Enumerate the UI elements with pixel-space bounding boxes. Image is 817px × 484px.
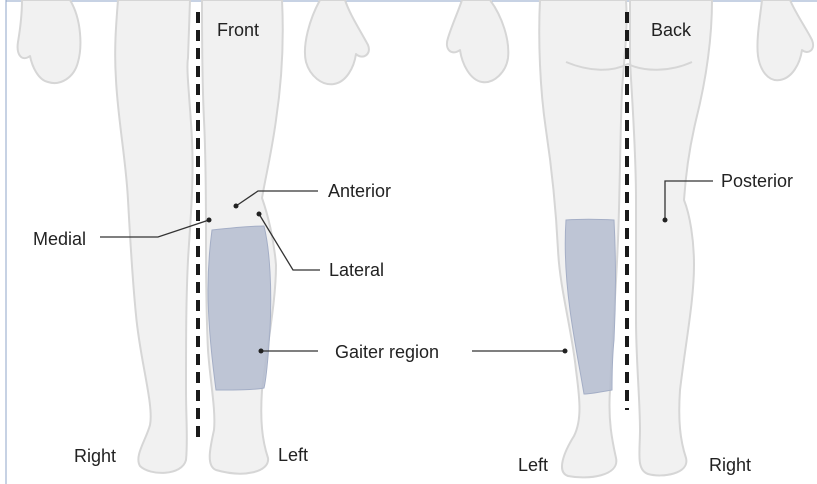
- back-right-hand: [757, 0, 813, 80]
- back-view-title: Back: [651, 20, 692, 40]
- back-view: [447, 0, 813, 477]
- front-left-hand: [305, 0, 369, 84]
- back-gaiter-region: [565, 219, 615, 394]
- lateral-dot: [257, 212, 262, 217]
- gaiter-back-dot: [563, 349, 568, 354]
- anterior-label: Anterior: [328, 181, 391, 201]
- gaiter-front-dot: [259, 349, 264, 354]
- back-right-side-label: Right: [709, 455, 751, 475]
- posterior-dot: [663, 218, 668, 223]
- back-left-hand: [447, 0, 508, 82]
- gaiter-region-label: Gaiter region: [335, 342, 439, 362]
- lateral-label: Lateral: [329, 260, 384, 280]
- posterior-label: Posterior: [721, 171, 793, 191]
- anterior-dot: [234, 204, 239, 209]
- front-view-title: Front: [217, 20, 259, 40]
- medial-label: Medial: [33, 229, 86, 249]
- medial-dot: [207, 218, 212, 223]
- front-right-side-label: Right: [74, 446, 116, 466]
- front-right-hand: [18, 0, 81, 83]
- back-left-side-label: Left: [518, 455, 548, 475]
- front-left-side-label: Left: [278, 445, 308, 465]
- back-right-leg: [630, 0, 712, 475]
- front-gaiter-region: [208, 226, 271, 390]
